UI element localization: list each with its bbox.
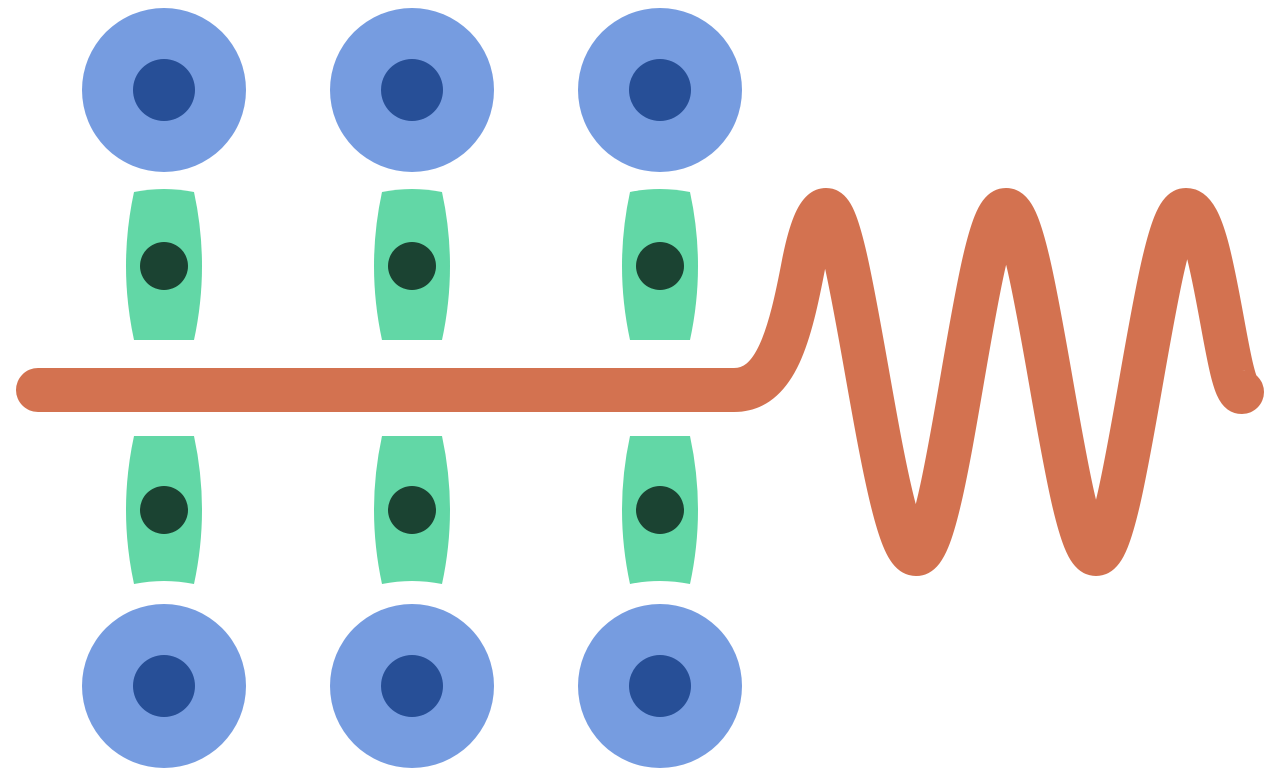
outer-cell-nucleus bbox=[381, 59, 443, 121]
outer-cell-nucleus bbox=[133, 655, 195, 717]
outer-cell-top-1 bbox=[82, 8, 246, 172]
outer-cell-nucleus bbox=[629, 655, 691, 717]
inner-cell-top-3 bbox=[622, 189, 698, 340]
outer-cell-top-3 bbox=[578, 8, 742, 172]
inner-cell-top-1 bbox=[126, 189, 202, 340]
outer-cell-nucleus bbox=[381, 655, 443, 717]
inner-cell-nucleus bbox=[636, 486, 684, 534]
inner-cell-nucleus bbox=[388, 486, 436, 534]
bottom-outer-cell-row bbox=[82, 604, 742, 768]
outer-cell-bottom-3 bbox=[578, 604, 742, 768]
outer-cell-bottom-2 bbox=[330, 604, 494, 768]
inner-cell-nucleus bbox=[140, 242, 188, 290]
outer-cell-top-2 bbox=[330, 8, 494, 172]
inner-cell-bottom-3 bbox=[622, 436, 698, 584]
top-outer-cell-row bbox=[82, 8, 742, 172]
inner-cell-top-2 bbox=[374, 189, 450, 340]
bottom-inner-cell-row bbox=[126, 436, 698, 584]
wavy-strand bbox=[16, 188, 1264, 576]
outer-cell-nucleus bbox=[629, 59, 691, 121]
inner-cell-bottom-2 bbox=[374, 436, 450, 584]
inner-cell-nucleus bbox=[388, 242, 436, 290]
outer-cell-nucleus bbox=[133, 59, 195, 121]
outer-cell-bottom-1 bbox=[82, 604, 246, 768]
inner-cell-nucleus bbox=[636, 242, 684, 290]
inner-cell-bottom-1 bbox=[126, 436, 202, 584]
inner-cell-nucleus bbox=[140, 486, 188, 534]
top-inner-cell-row bbox=[126, 189, 698, 340]
